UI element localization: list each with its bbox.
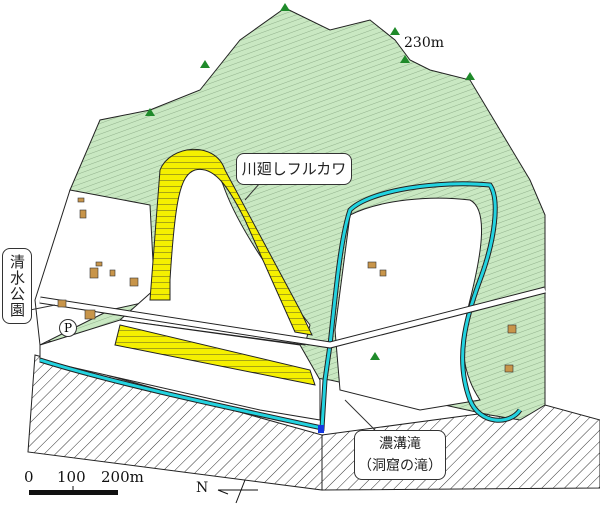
waterfall-marker bbox=[318, 425, 324, 433]
nomizo-falls-label: 濃溝滝 （洞窟の滝） bbox=[354, 430, 446, 480]
scale-tick-100: 100 bbox=[57, 468, 86, 486]
north-label: N bbox=[196, 480, 209, 496]
shimizu-park-label: 清水公園 bbox=[2, 248, 32, 324]
nomizo-falls-alias: （洞窟の滝） bbox=[358, 458, 442, 474]
nomizo-falls-name: 濃溝滝 bbox=[379, 436, 421, 452]
buildings bbox=[57, 197, 517, 373]
pointer-shimizu bbox=[29, 304, 56, 311]
elevation-label: 230m bbox=[404, 35, 444, 51]
parking-icon: P bbox=[59, 319, 77, 337]
scale-tick-0: 0 bbox=[24, 468, 34, 486]
north-arrow-icon bbox=[217, 479, 258, 504]
pointer-nomizo bbox=[344, 399, 376, 431]
old-channel-lower bbox=[114, 324, 316, 386]
scale-bar bbox=[29, 490, 118, 495]
peak-markers bbox=[145, 3, 475, 360]
river-water bbox=[39, 182, 522, 430]
old-channel-oxbow bbox=[149, 148, 313, 336]
road-surface bbox=[39, 287, 546, 348]
lowland-right bbox=[334, 197, 482, 411]
scale-tick-200: 200m bbox=[101, 468, 144, 486]
furukawa-label: 川廻しフルカワ bbox=[236, 153, 352, 185]
pointer-furukawa bbox=[244, 182, 261, 201]
